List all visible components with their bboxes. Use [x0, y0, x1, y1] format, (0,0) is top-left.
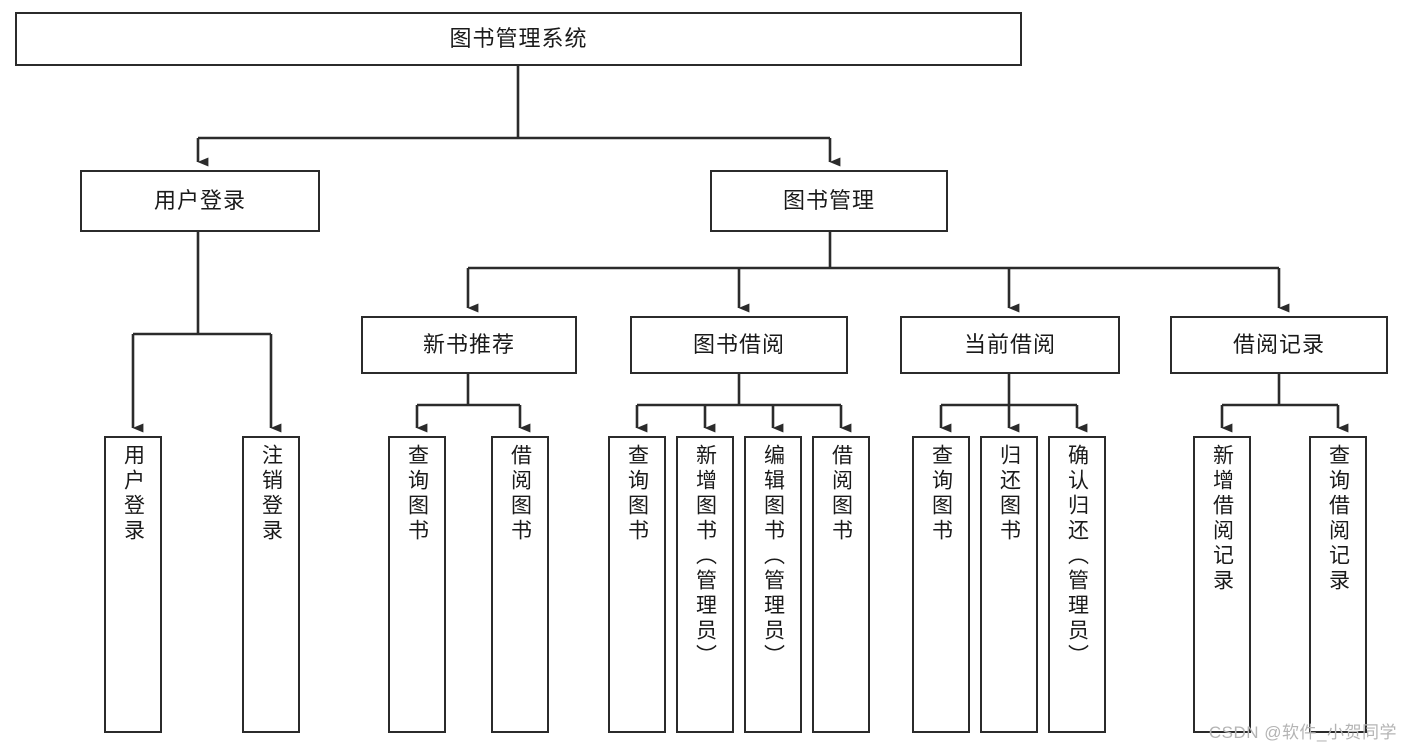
node-new-book-recommend[interactable]: 新书推荐	[361, 316, 577, 374]
node-current-borrow[interactable]: 当前借阅	[900, 316, 1120, 374]
node-leaf-logout[interactable]: 注销登录	[242, 436, 300, 733]
node-borrow-record-label: 借阅记录	[1232, 332, 1325, 358]
node-leaf-add-borrow-record[interactable]: 新增借阅记录	[1193, 436, 1251, 733]
node-borrow-record[interactable]: 借阅记录	[1170, 316, 1388, 374]
node-leaf-borrow-book-label: 借阅图书	[829, 444, 853, 544]
node-book-management-label: 图书管理	[782, 188, 875, 214]
node-user-login-label: 用户登录	[153, 188, 246, 214]
node-user-login[interactable]: 用户登录	[80, 170, 320, 232]
node-leaf-edit-book-admin-label: 编辑图书（管理员）	[761, 444, 785, 669]
node-leaf-borrow-book-recommend-label: 借阅图书	[508, 444, 532, 544]
node-leaf-logout-label: 注销登录	[259, 444, 283, 544]
node-new-book-recommend-label: 新书推荐	[422, 332, 515, 358]
node-leaf-query-book-current[interactable]: 查询图书	[912, 436, 970, 733]
node-leaf-add-borrow-record-label: 新增借阅记录	[1210, 444, 1234, 594]
node-leaf-query-book-current-label: 查询图书	[929, 444, 953, 544]
node-book-borrow-label: 图书借阅	[692, 332, 785, 358]
node-leaf-query-book-recommend-label: 查询图书	[405, 444, 429, 544]
node-leaf-add-book-admin[interactable]: 新增图书（管理员）	[676, 436, 734, 733]
node-root-label: 图书管理系统	[449, 26, 588, 52]
node-leaf-query-borrow-record[interactable]: 查询借阅记录	[1309, 436, 1367, 733]
node-leaf-add-book-admin-label: 新增图书（管理员）	[693, 444, 717, 669]
node-leaf-confirm-return-admin[interactable]: 确认归还（管理员）	[1048, 436, 1106, 733]
node-leaf-query-book-borrow[interactable]: 查询图书	[608, 436, 666, 733]
node-leaf-user-login-label: 用户登录	[121, 444, 145, 544]
node-book-management[interactable]: 图书管理	[710, 170, 948, 232]
node-leaf-return-book-label: 归还图书	[997, 444, 1021, 544]
node-leaf-user-login[interactable]: 用户登录	[104, 436, 162, 733]
node-leaf-edit-book-admin[interactable]: 编辑图书（管理员）	[744, 436, 802, 733]
node-current-borrow-label: 当前借阅	[963, 332, 1056, 358]
node-leaf-query-borrow-record-label: 查询借阅记录	[1326, 444, 1350, 594]
node-leaf-query-book-borrow-label: 查询图书	[625, 444, 649, 544]
node-root-book-management-system[interactable]: 图书管理系统	[15, 12, 1022, 66]
node-book-borrow[interactable]: 图书借阅	[630, 316, 848, 374]
node-leaf-confirm-return-admin-label: 确认归还（管理员）	[1065, 444, 1089, 669]
watermark-text: CSDN @软件_小贺同学	[1208, 723, 1397, 742]
node-leaf-borrow-book[interactable]: 借阅图书	[812, 436, 870, 733]
node-leaf-query-book-recommend[interactable]: 查询图书	[388, 436, 446, 733]
node-leaf-borrow-book-recommend[interactable]: 借阅图书	[491, 436, 549, 733]
node-leaf-return-book[interactable]: 归还图书	[980, 436, 1038, 733]
